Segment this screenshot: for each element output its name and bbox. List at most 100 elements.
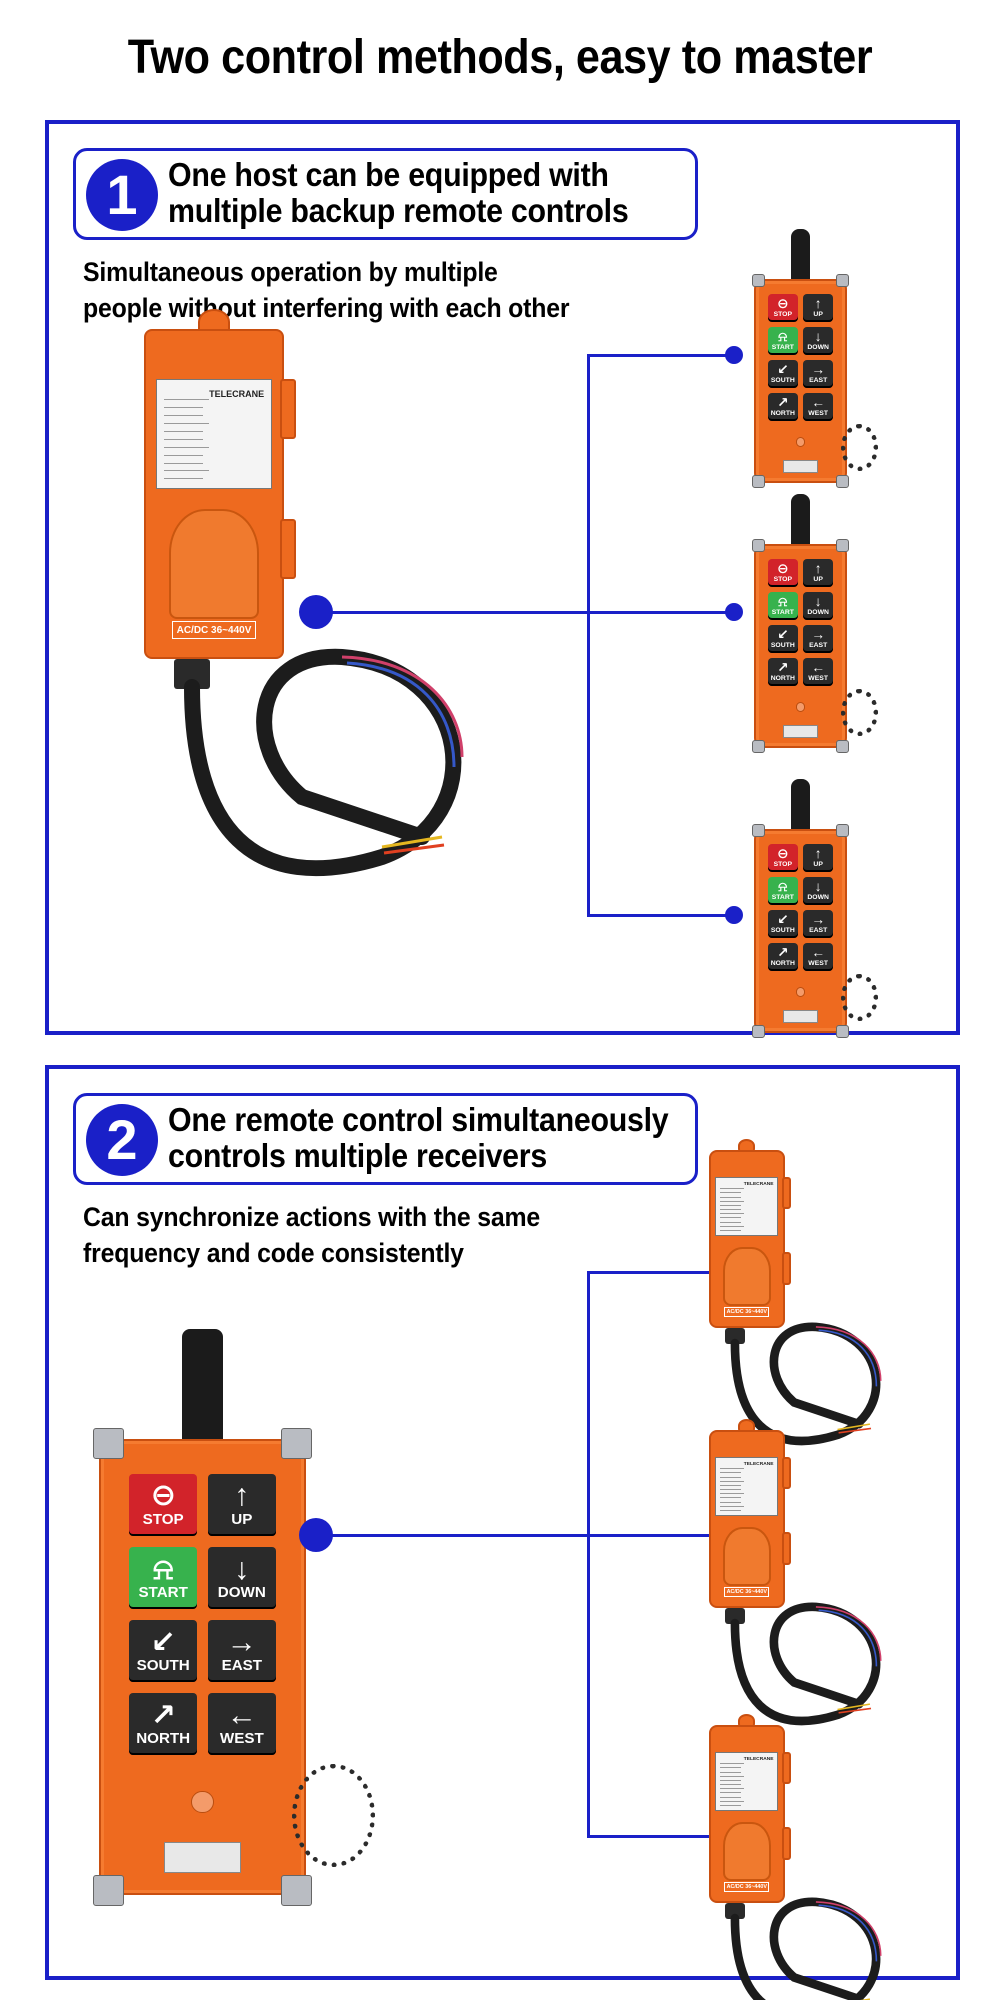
up-button[interactable]: ↑ UP — [802, 559, 834, 587]
stop-icon: ⊖ — [777, 296, 789, 312]
east-button[interactable]: → EAST — [208, 1620, 276, 1683]
battery-plate — [783, 1009, 818, 1024]
button-label: WEST — [808, 409, 828, 417]
button-label: SOUTH — [770, 641, 795, 649]
label-text-line — [720, 1200, 745, 1202]
connector-line — [314, 1534, 734, 1537]
stop-button[interactable]: ⊖ STOP — [767, 559, 798, 587]
corner-bumper — [93, 1875, 124, 1906]
connector-line — [587, 1271, 733, 1274]
west-button[interactable]: ← WEST — [208, 1693, 276, 1756]
arrow-right-icon: → — [226, 1625, 257, 1659]
label-text-line — [163, 430, 203, 432]
brand-label: TELECRANE — [743, 1462, 774, 1468]
start-button[interactable]: ⍾ START — [129, 1547, 197, 1610]
label-text-line — [720, 1221, 741, 1223]
arrow-down-left-icon: ↙ — [777, 912, 789, 928]
backup-remote-control: ⊖ STOP ↑ UP ⍾ START ↓ DOWN ↙ SOUTH → EAS… — [751, 494, 878, 754]
north-button[interactable]: ↗ NORTH — [767, 657, 798, 686]
voltage-label: AC/DC 36~440V — [724, 1882, 770, 1893]
section-two-title: One remote control simultaneously contro… — [168, 1101, 669, 1174]
button-label: EAST — [809, 926, 828, 934]
label-text-line — [720, 1468, 745, 1470]
label-text-line — [720, 1510, 741, 1512]
down-button[interactable]: ↓ DOWN — [802, 591, 834, 620]
stop-button[interactable]: ⊖ STOP — [767, 294, 798, 322]
brand-label: TELECRANE — [209, 388, 265, 399]
corner-bumper — [751, 273, 766, 288]
receiver-cover — [722, 1247, 772, 1307]
down-button[interactable]: ↓ DOWN — [208, 1547, 276, 1610]
label-text-line — [720, 1763, 745, 1765]
button-label: SOUTH — [136, 1657, 190, 1675]
label-text-line — [163, 446, 210, 448]
spec-label: TELECRANE — [715, 1751, 779, 1812]
north-button[interactable]: ↗ NORTH — [767, 392, 798, 421]
corner-bumper — [835, 823, 850, 838]
stop-icon: ⊖ — [150, 1479, 176, 1513]
label-text-line — [163, 470, 210, 472]
east-button[interactable]: → EAST — [802, 359, 834, 388]
label-text-line — [163, 438, 203, 440]
receiver-cover — [722, 1527, 772, 1587]
button-label: START — [771, 608, 794, 616]
east-button[interactable]: → EAST — [802, 909, 834, 938]
north-button[interactable]: ↗ NORTH — [129, 1693, 197, 1756]
button-label: STOP — [773, 576, 793, 584]
label-text-line — [720, 1775, 745, 1777]
button-label: UP — [813, 311, 823, 319]
start-button[interactable]: ⍾ START — [767, 876, 798, 905]
corner-bumper — [835, 739, 850, 754]
button-label: NORTH — [770, 674, 795, 682]
cable-gland — [725, 1328, 745, 1345]
battery-plate — [783, 724, 818, 739]
south-button[interactable]: ↙ SOUTH — [767, 359, 798, 388]
start-button[interactable]: ⍾ START — [767, 591, 798, 620]
south-button[interactable]: ↙ SOUTH — [767, 909, 798, 938]
up-button[interactable]: ↑ UP — [802, 294, 834, 322]
cable-bundle — [730, 1897, 882, 2000]
button-label: EAST — [809, 376, 828, 384]
up-button[interactable]: ↑ UP — [208, 1473, 276, 1536]
arrow-left-icon: ← — [226, 1698, 257, 1732]
north-button[interactable]: ↗ NORTH — [767, 942, 798, 971]
corner-bumper — [93, 1428, 124, 1459]
east-button[interactable]: → EAST — [802, 624, 834, 653]
button-label: NORTH — [770, 959, 795, 967]
lanyard-strap — [292, 1763, 375, 1868]
connector-line — [587, 354, 733, 357]
button-label: UP — [231, 1510, 253, 1528]
antenna — [791, 779, 810, 838]
down-button[interactable]: ↓ DOWN — [802, 876, 834, 905]
spec-label: TELECRANE — [156, 379, 272, 489]
start-button[interactable]: ⍾ START — [767, 326, 798, 355]
down-button[interactable]: ↓ DOWN — [802, 326, 834, 355]
button-label: NORTH — [770, 409, 795, 417]
connector-line — [314, 611, 734, 614]
label-text-line — [720, 1489, 741, 1491]
arrow-right-icon: → — [811, 912, 825, 928]
west-button[interactable]: ← WEST — [802, 392, 834, 421]
button-label: WEST — [808, 674, 828, 682]
side-latch — [782, 1751, 792, 1785]
label-text-line — [720, 1484, 741, 1486]
status-led — [795, 701, 806, 712]
stop-button[interactable]: ⊖ STOP — [767, 844, 798, 872]
corner-bumper — [751, 823, 766, 838]
voltage-label: AC/DC 36~440V — [724, 1587, 770, 1598]
south-button[interactable]: ↙ SOUTH — [767, 624, 798, 653]
corner-bumper — [281, 1875, 312, 1906]
corner-bumper — [281, 1428, 312, 1459]
label-text-line — [720, 1800, 745, 1802]
page-title: Two control methods, easy to master — [127, 31, 873, 84]
stop-button[interactable]: ⊖ STOP — [129, 1473, 197, 1536]
west-button[interactable]: ← WEST — [802, 657, 834, 686]
south-button[interactable]: ↙ SOUTH — [129, 1620, 197, 1683]
cable-gland — [725, 1903, 745, 1920]
corner-bumper — [751, 1024, 766, 1039]
antenna — [181, 1329, 224, 1461]
west-button[interactable]: ← WEST — [802, 942, 834, 971]
button-pad: ⊖ STOP ↑ UP ⍾ START ↓ DOWN ↙ SOUTH → EAS… — [129, 1473, 276, 1756]
up-button[interactable]: ↑ UP — [802, 844, 834, 872]
button-pad: ⊖ STOP ↑ UP ⍾ START ↓ DOWN ↙ SOUTH → EAS… — [767, 844, 834, 971]
